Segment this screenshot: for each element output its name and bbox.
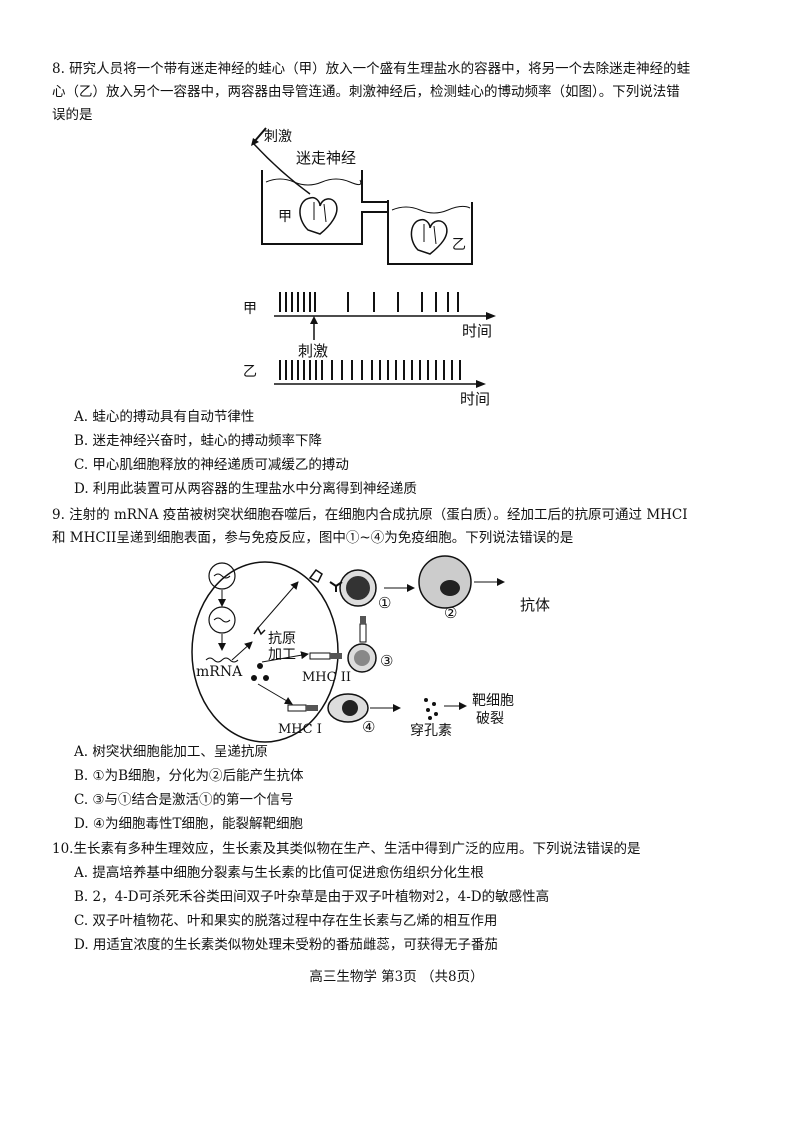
q9-option-d[interactable]: D. ④为细胞毒性T细胞，能裂解靶细胞	[74, 816, 304, 832]
yi-container-label: 乙	[452, 237, 466, 253]
mrna-label: mRNA	[196, 664, 243, 680]
mhc1-label: MHC I	[278, 722, 322, 737]
heart-yi-icon	[410, 218, 448, 255]
timeline-jia	[274, 292, 496, 320]
target-cell-label-line1: 靶细胞	[472, 693, 514, 709]
cell-2-label: ②	[444, 604, 458, 622]
heart-jia-icon	[299, 196, 338, 235]
time-label-yi: 时间	[460, 390, 491, 408]
vagus-nerve-label: 迷走神经	[296, 149, 357, 167]
q8-option-d[interactable]: D. 利用此装置可从两容器的生理盐水中分离得到神经递质	[74, 481, 417, 497]
antigen-label-line2: 加工	[268, 647, 296, 663]
q8-option-b[interactable]: B. 迷走神经兴奋时，蛙心的搏动频率下降	[74, 433, 323, 449]
target-cell-label-line2: 破裂	[476, 711, 504, 727]
q9-option-c[interactable]: C. ③与①结合是激活①的第一个信号	[74, 792, 294, 808]
question-9-stem: 9. 注射的 mRNA 疫苗被树突状细胞吞噬后，在细胞内合成抗原（蛋白质）。经加…	[52, 507, 688, 546]
perforin-label: 穿孔素	[410, 723, 452, 739]
q9-option-a[interactable]: A. 树突状细胞能加工、呈递抗原	[74, 744, 268, 760]
question-8-stem: 8. 研究人员将一个带有迷走神经的蛙心（甲）放入一个盛有生理盐水的容器中，将另一…	[52, 61, 691, 123]
q10-option-b[interactable]: B. 2，4-D可杀死禾谷类田间双子叶杂草是由于双子叶植物对2，4-D的敏感性高	[74, 889, 550, 905]
antigen-squiggle-icon	[253, 626, 266, 636]
immune-cell-figure	[191, 555, 505, 743]
page-footer: 高三生物学 第3页 （共8页）	[309, 969, 484, 985]
antigen-label-line1: 抗原	[268, 631, 296, 647]
cell-4-label: ④	[362, 718, 376, 736]
q10-option-a[interactable]: A. 提高培养基中细胞分裂素与生长素的比值可促进愈伤组织分化生根	[74, 865, 484, 881]
time-label-jia: 时间	[462, 322, 493, 340]
antibody-label: 抗体	[520, 596, 551, 614]
stimulus-label-top: 刺激	[264, 129, 292, 145]
question-10-stem: 10.生长素有多种生理效应，生长素及其类似物在生产、生活中得到广泛的应用。下列说…	[52, 841, 641, 857]
heart-apparatus-figure	[251, 127, 473, 265]
timeline-yi-label: 乙	[243, 364, 257, 380]
q10-option-d[interactable]: D. 用适宜浓度的生长素类似物处理未受粉的番茄雌蕊，可获得无子番茄	[74, 937, 498, 953]
timeline-yi	[274, 360, 486, 388]
q8-option-c[interactable]: C. 甲心肌细胞释放的神经递质可减缓乙的搏动	[74, 457, 349, 473]
stimulus-arrow	[310, 316, 318, 340]
cell-1-label: ①	[378, 594, 392, 612]
mhc2-label: MHC II	[302, 670, 351, 685]
q10-option-c[interactable]: C. 双子叶植物花、叶和果实的脱落过程中存在生长素与乙烯的相互作用	[74, 913, 498, 929]
dendritic-cell	[191, 561, 339, 743]
stimulus-label-timeline: 刺激	[298, 342, 329, 360]
timeline-jia-label: 甲	[243, 301, 257, 317]
q9-option-b[interactable]: B. ①为B细胞，分化为②后能产生抗体	[74, 768, 304, 784]
perforin-dots-icon	[424, 698, 438, 720]
jia-container-label: 甲	[278, 209, 292, 225]
free-antigen-icon	[308, 568, 323, 584]
cell-3-label: ③	[380, 652, 394, 670]
q8-option-a[interactable]: A. 蛙心的搏动具有自动节律性	[74, 409, 255, 425]
